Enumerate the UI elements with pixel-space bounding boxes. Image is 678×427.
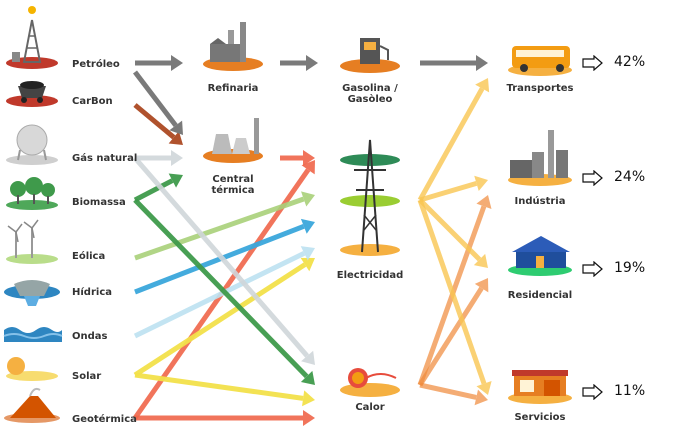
arrow-electricidad-industria: [419, 175, 488, 203]
share-servicios: 11%: [614, 383, 646, 399]
converter-label-central-termica: Central térmica: [211, 174, 255, 196]
source-label-gas-natural: Gás natural: [72, 153, 138, 164]
arrow-eolica-electricidad: [134, 191, 315, 261]
sector-label-industria: Indústria: [514, 196, 566, 207]
wave-icon: [3, 327, 63, 342]
source-label-ondas: Ondas: [72, 331, 108, 342]
power-plant-icon: [203, 118, 263, 163]
arrow-hidrica-electricidad: [134, 218, 315, 295]
pylon-icon: [340, 139, 400, 256]
bus-icon: [508, 46, 572, 76]
arrow-gasolina-transportes: [420, 55, 488, 71]
tree-icon: [6, 177, 58, 210]
arrow-refinaria-gasolina: [280, 55, 318, 71]
factory-icon: [508, 130, 572, 186]
arrow-petroleo-refinaria: [135, 55, 183, 71]
arrow-carbon-central: [133, 103, 183, 145]
share-residencial: 19%: [614, 260, 646, 276]
arrow-geotermica-calor: [135, 410, 315, 426]
arrow-calor-residencial: [417, 278, 489, 387]
house-icon: [508, 236, 572, 276]
refinery-icon: [203, 22, 263, 71]
arrow-biomassa-central: [133, 173, 183, 203]
oil-derrick-icon: [6, 6, 58, 69]
hollow-arrow-icon: [582, 170, 603, 186]
arrow-biomassa-calor: [133, 198, 315, 385]
carrier-label-calor: Calor: [355, 402, 385, 413]
arrow-solar-electricidad: [133, 257, 315, 378]
arrow-central-electricidad: [280, 150, 315, 166]
arrow-petroleo-central: [133, 70, 183, 135]
sector-label-transportes: Transportes: [506, 83, 574, 94]
arrow-electricidad-residencial: [418, 198, 488, 268]
share-industria: 24%: [614, 169, 646, 185]
arrow-gas-calor: [133, 156, 315, 365]
sun-icon: [6, 357, 58, 381]
arrow-electricidad-transportes: [417, 78, 490, 202]
volcano-icon: [4, 387, 60, 423]
carrier-label-gasolina: Gasolina / Gasòleo: [342, 83, 398, 105]
arrow-ondas-electricidad: [133, 246, 315, 339]
gas-tank-icon: [6, 124, 58, 165]
sector-label-servicios: Servicios: [514, 412, 566, 423]
dam-icon: [4, 280, 60, 306]
coal-cart-icon: [6, 81, 58, 107]
source-label-hidrica: Hídrica: [72, 287, 112, 298]
flame-icon: [340, 368, 400, 397]
hollow-arrow-icon: [582, 384, 603, 400]
shop-icon: [508, 370, 572, 404]
arrow-gas-central: [135, 150, 183, 166]
share-transportes: 42%: [614, 54, 646, 70]
arrow-calor-servicios: [419, 382, 488, 406]
source-label-petroleo: Petróleo: [72, 59, 120, 70]
source-label-carbon: CarBon: [72, 96, 113, 107]
hollow-arrow-icon: [582, 55, 603, 71]
arrow-solar-calor: [134, 372, 315, 407]
source-label-biomassa: Biomassa: [72, 197, 126, 208]
source-label-solar: Solar: [72, 371, 102, 382]
source-label-eolica: Eólica: [72, 251, 106, 262]
sector-label-residencial: Residencial: [507, 290, 573, 301]
carrier-label-electricidad: Electricidad: [336, 270, 404, 281]
source-label-geotermica: Geotérmica: [72, 414, 137, 425]
wind-turbine-icon: [6, 219, 58, 264]
fuel-pump-icon: [340, 38, 400, 73]
converter-label-refinaria: Refinaria: [207, 83, 259, 94]
hollow-arrow-icon: [582, 261, 603, 277]
arrow-electricidad-servicios: [417, 199, 492, 395]
